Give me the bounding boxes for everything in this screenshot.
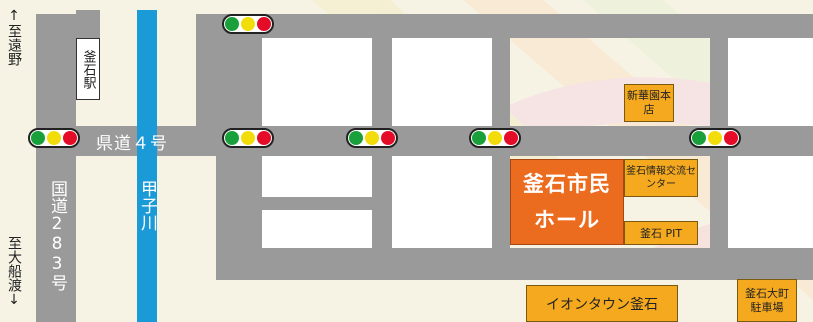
national-route-label: 国道283号 [47, 180, 67, 291]
road-middle-horizontal [262, 197, 372, 210]
pit-label: 釜石 PIT [639, 227, 683, 240]
city-block [392, 155, 492, 248]
road-bottom-horizontal [216, 248, 813, 280]
parking-box: 釜石大町駐車場 [737, 279, 797, 322]
traffic-light-icon [222, 14, 274, 34]
city-block [392, 38, 492, 126]
station-box: 釜石駅 [76, 38, 100, 100]
info-center-label: 釜石情報交流センター [626, 166, 696, 190]
civic-hall-label: 釜石市民ホール [523, 172, 611, 232]
pref-road-label: 県道４号 [96, 134, 168, 154]
road-west-vertical [36, 14, 76, 322]
shinkaen-label: 新華園本店 [627, 89, 671, 116]
city-block [262, 210, 372, 248]
road-vertical-1 [196, 14, 216, 126]
pit-box: 釜石 PIT [624, 221, 698, 245]
road-west-stub [76, 10, 100, 38]
parking-label: 釜石大町駐車場 [745, 286, 789, 314]
direction-to-ofunato: 至大船渡↓ [6, 236, 22, 308]
road-pref-4 [36, 126, 813, 156]
traffic-light-icon [28, 128, 80, 148]
shinkaen-box: 新華園本店 [624, 84, 674, 122]
aeon-box: イオンタウン釜石 [526, 285, 678, 322]
traffic-light-icon [469, 128, 521, 148]
river [137, 10, 157, 322]
traffic-light-icon [689, 128, 741, 148]
city-block [728, 155, 813, 248]
station-label: 釜石駅 [80, 49, 96, 89]
traffic-light-icon [346, 128, 398, 148]
traffic-light-icon [222, 128, 274, 148]
info-center-box: 釜石情報交流センター [624, 159, 698, 197]
direction-to-tono: ↑至遠野 [6, 8, 22, 66]
aeon-label: イオンタウン釜石 [546, 296, 658, 313]
city-block [262, 155, 372, 197]
civic-hall-box: 釜石市民ホール [510, 159, 624, 245]
city-block [728, 38, 813, 126]
city-block [262, 38, 372, 126]
river-label: 甲子川 [137, 180, 157, 231]
